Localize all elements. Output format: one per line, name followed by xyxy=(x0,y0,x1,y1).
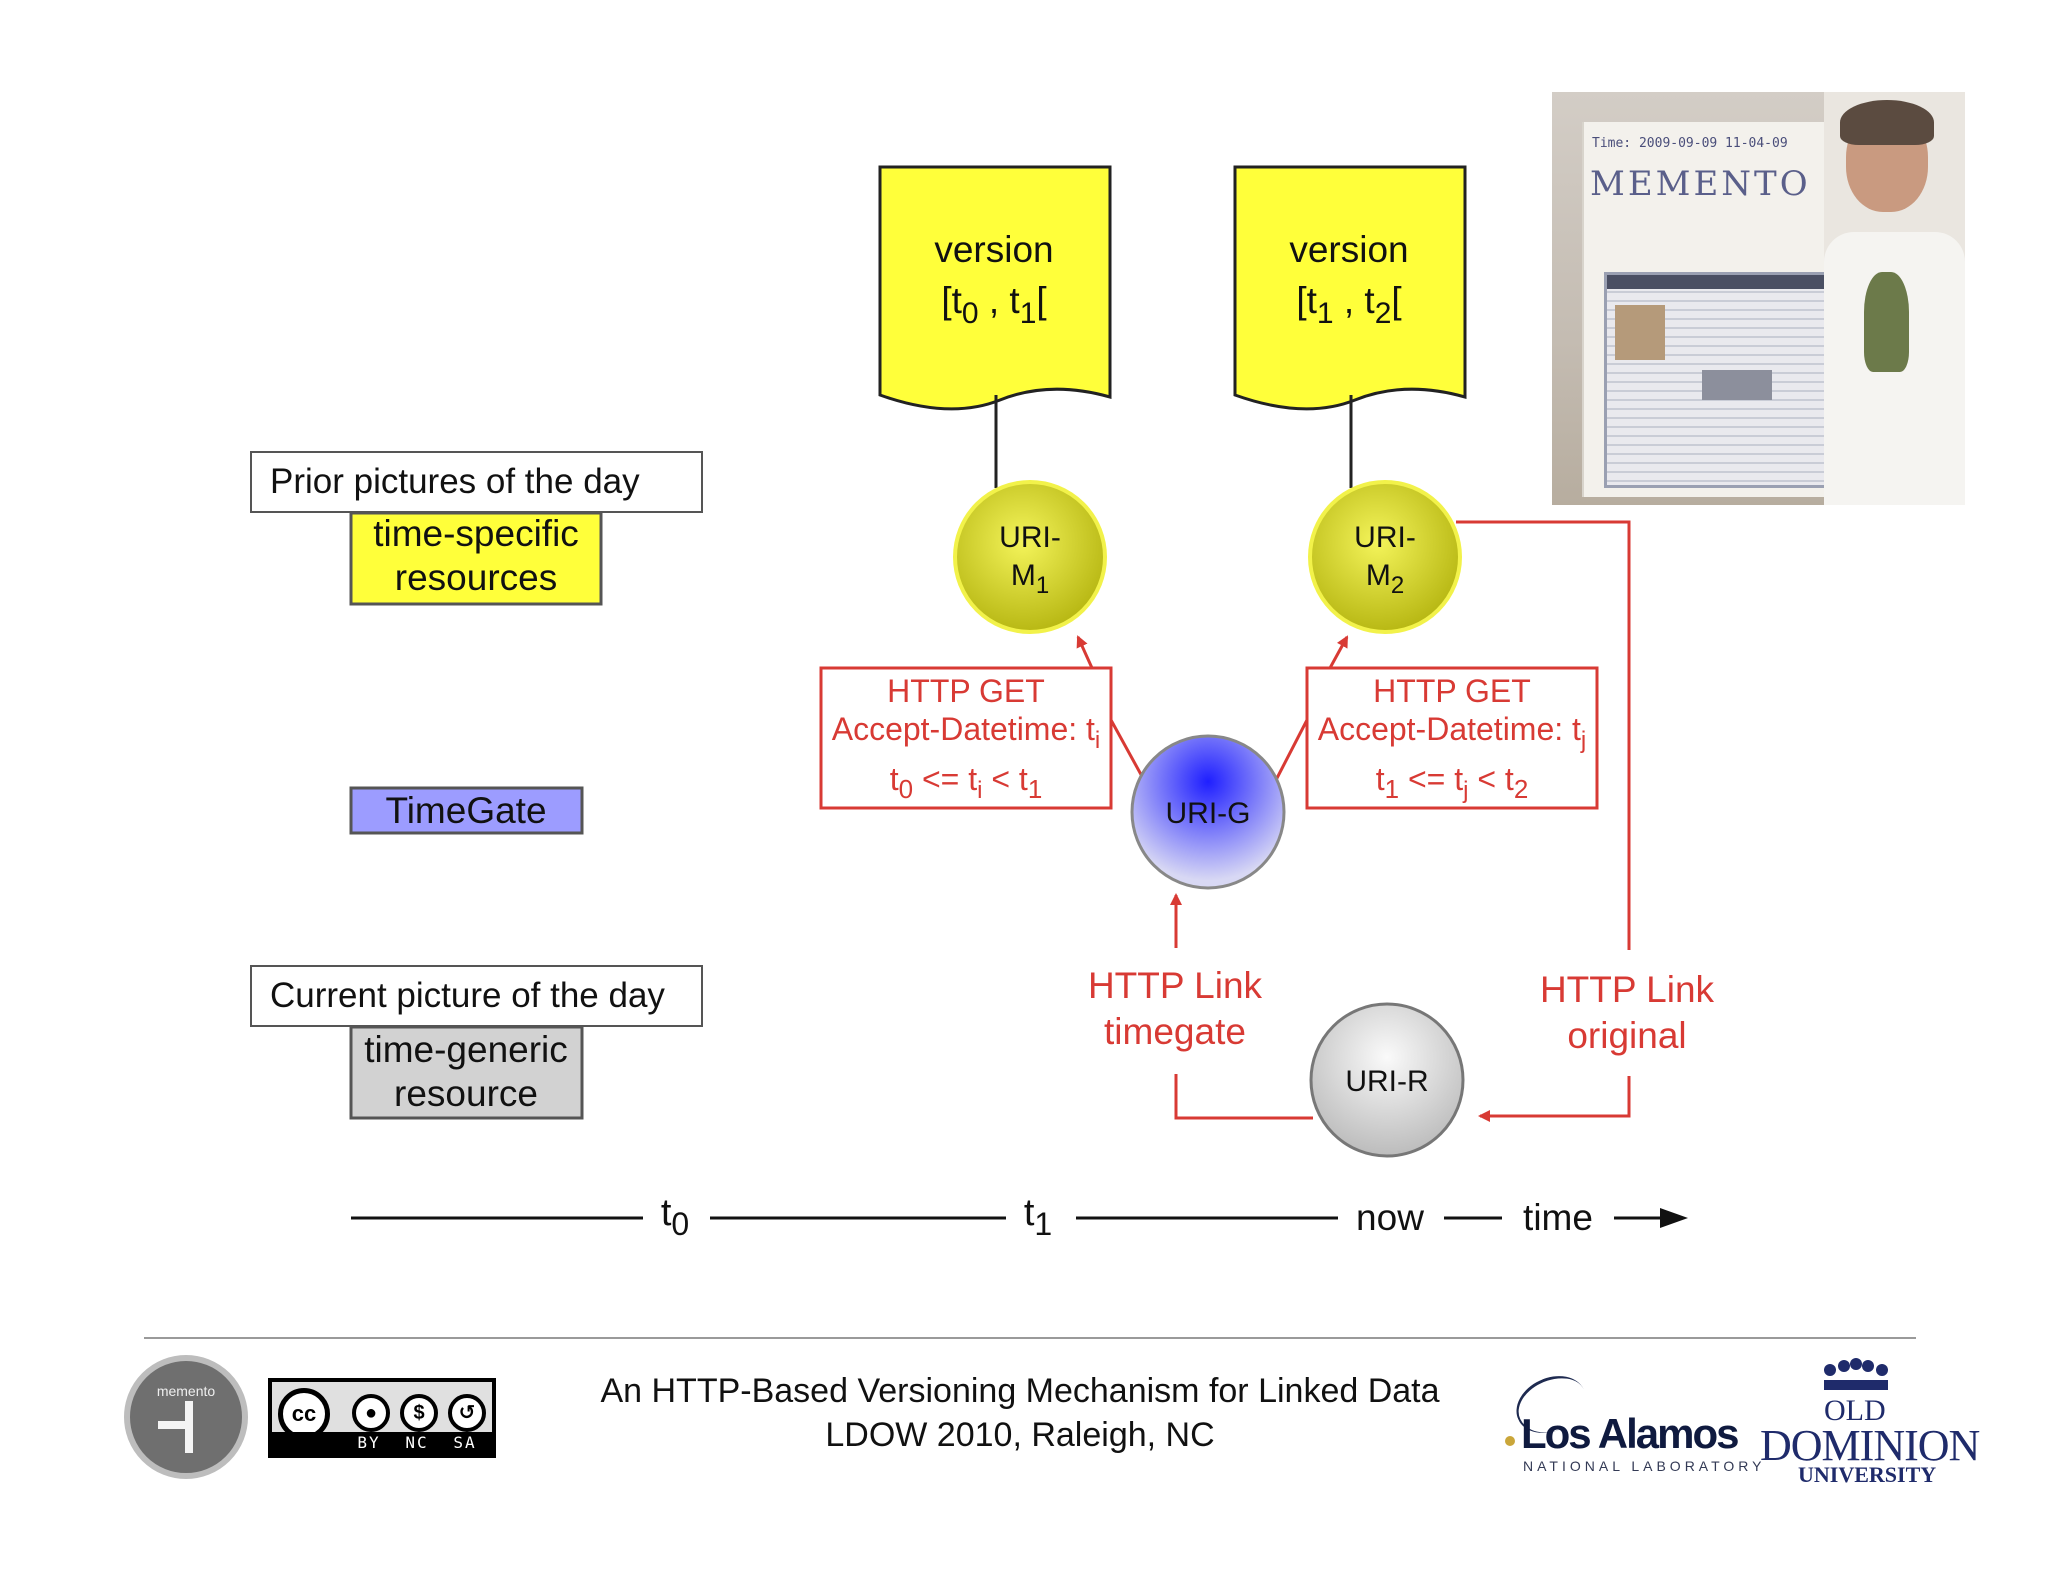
lanl-dot-icon xyxy=(1505,1436,1515,1446)
odu-line-university: UNIVERSITY xyxy=(1798,1462,1937,1487)
version-1-label: version xyxy=(934,229,1053,270)
node-uri-m1-line1: URI- xyxy=(999,521,1061,554)
photo-shirt-print xyxy=(1864,272,1909,372)
cc-sharealike-icon: ↺ xyxy=(448,1394,486,1432)
timeline-t0: t0 xyxy=(661,1192,689,1242)
photo-handwriting: MEMENTO xyxy=(1590,164,1811,204)
node-uri-r-label: URI-R xyxy=(1345,1065,1428,1098)
connector-left-box-urig xyxy=(1109,719,1146,781)
odu-line-old: OLD xyxy=(1824,1394,1886,1427)
crown-icon xyxy=(1824,1358,1888,1390)
request-right-line2: Accept-Datetime: tj xyxy=(1318,711,1587,754)
cc-label-by: BY xyxy=(357,1433,381,1452)
cc-by-person-icon: ● xyxy=(352,1394,390,1432)
node-uri-m2: URI- M2 xyxy=(1308,480,1462,634)
legend-time-specific-line2: resources xyxy=(395,557,557,598)
cc-label-sa: SA xyxy=(453,1433,477,1452)
timeline-arrowhead xyxy=(1660,1208,1688,1228)
node-uri-m1-line2: M1 xyxy=(1011,559,1049,599)
request-box-right: HTTP GET Accept-Datetime: tj t1 <= tj < … xyxy=(1305,666,1599,810)
memento-photo: Time: 2009-09-09 11-04-09 MEMENTO xyxy=(1552,92,1965,505)
node-uri-g: URI-G xyxy=(1130,734,1286,890)
request-left-line3: t0 <= ti < t1 xyxy=(890,761,1043,804)
timeline-now: now xyxy=(1356,1197,1424,1238)
clock-hand-icon xyxy=(185,1401,193,1453)
memento-logo-text: memento xyxy=(156,1383,216,1399)
arrow-to-urim1 xyxy=(1076,635,1094,669)
lanl-subtitle: NATIONAL LABORATORY xyxy=(1523,1458,1766,1474)
callout-current-picture: Current picture of the day xyxy=(250,965,703,1027)
arrow-to-urir xyxy=(1478,1076,1631,1122)
legend-time-generic: time-generic resource xyxy=(349,1025,584,1120)
timeline-time: time xyxy=(1523,1197,1593,1238)
footer-title: An HTTP-Based Versioning Mechanism for L… xyxy=(600,1372,1440,1410)
version-2-range: [t1 , t2[ xyxy=(1296,280,1401,330)
link-original-line1: HTTP Link xyxy=(1540,969,1715,1010)
legend-time-specific: time-specific resources xyxy=(349,511,603,606)
request-left-line1: HTTP GET xyxy=(887,673,1045,709)
node-uri-r: URI-R xyxy=(1309,1002,1465,1158)
version-document-1: version [t0 , t1[ xyxy=(878,165,1112,411)
node-uri-m1: URI- M1 xyxy=(953,480,1107,634)
request-box-left: HTTP GET Accept-Datetime: ti t0 <= ti < … xyxy=(819,666,1113,810)
link-original-line2: original xyxy=(1567,1015,1686,1056)
odu-line-dominion: DOMINION xyxy=(1760,1421,1980,1470)
link-timegate-line2: timegate xyxy=(1104,1011,1246,1052)
photo-person-hair xyxy=(1840,100,1934,145)
timeline: t0 t1 now time xyxy=(351,1192,1688,1242)
request-right-line1: HTTP GET xyxy=(1373,673,1531,709)
legend-timegate: TimeGate xyxy=(349,786,584,835)
connector-right-box-urig xyxy=(1274,719,1309,781)
version-1-range: [t0 , t1[ xyxy=(941,280,1046,330)
legend-timegate-label: TimeGate xyxy=(385,790,546,831)
cc-label-nc: NC xyxy=(405,1433,429,1452)
link-urir-timegate xyxy=(1174,1074,1313,1120)
photo-webpage-header xyxy=(1607,275,1857,289)
version-2-label: version xyxy=(1289,229,1408,270)
cc-icon: cc xyxy=(278,1388,330,1440)
legend-time-generic-line1: time-generic xyxy=(364,1029,568,1070)
footer-divider xyxy=(144,1337,1916,1339)
photo-webpage-image xyxy=(1702,370,1772,400)
link-timegate-line1: HTTP Link xyxy=(1088,965,1263,1006)
node-uri-m2-line1: URI- xyxy=(1354,521,1416,554)
callout-prior-pictures: Prior pictures of the day xyxy=(250,451,703,513)
photo-printed-webpage xyxy=(1604,272,1860,488)
cc-noncommercial-icon: $ xyxy=(400,1394,438,1432)
old-dominion-logo: OLD DOMINION UNIVERSITY xyxy=(1760,1352,1980,1487)
cc-label-strip xyxy=(272,1432,492,1454)
request-right-line3: t1 <= tj < t2 xyxy=(1376,761,1529,804)
version-document-2: version [t1 , t2[ xyxy=(1233,165,1467,411)
memento-clock-logo: memento xyxy=(124,1355,248,1479)
creative-commons-badge: cc ● $ ↺ BY NC SA xyxy=(268,1378,496,1458)
legend-time-generic-line2: resource xyxy=(394,1073,538,1114)
footer-venue: LDOW 2010, Raleigh, NC xyxy=(825,1416,1215,1454)
arrow-to-urim2 xyxy=(1328,635,1349,669)
clock-hand-icon xyxy=(158,1421,186,1429)
los-alamos-logo: Los Alamos NATIONAL LABORATORY xyxy=(1495,1365,1762,1474)
node-uri-m2-line2: M2 xyxy=(1366,559,1404,599)
node-uri-g-label: URI-G xyxy=(1166,797,1251,830)
photo-webpage-image xyxy=(1615,305,1665,360)
lanl-name: Los Alamos xyxy=(1521,1410,1739,1457)
legend-time-specific-line1: time-specific xyxy=(373,513,579,554)
link-urim2-original xyxy=(1456,520,1631,950)
timeline-t1: t1 xyxy=(1024,1192,1052,1242)
photo-time-caption: Time: 2009-09-09 11-04-09 xyxy=(1592,136,1788,151)
request-left-line2: Accept-Datetime: ti xyxy=(832,711,1101,754)
photo-person xyxy=(1824,92,1965,505)
